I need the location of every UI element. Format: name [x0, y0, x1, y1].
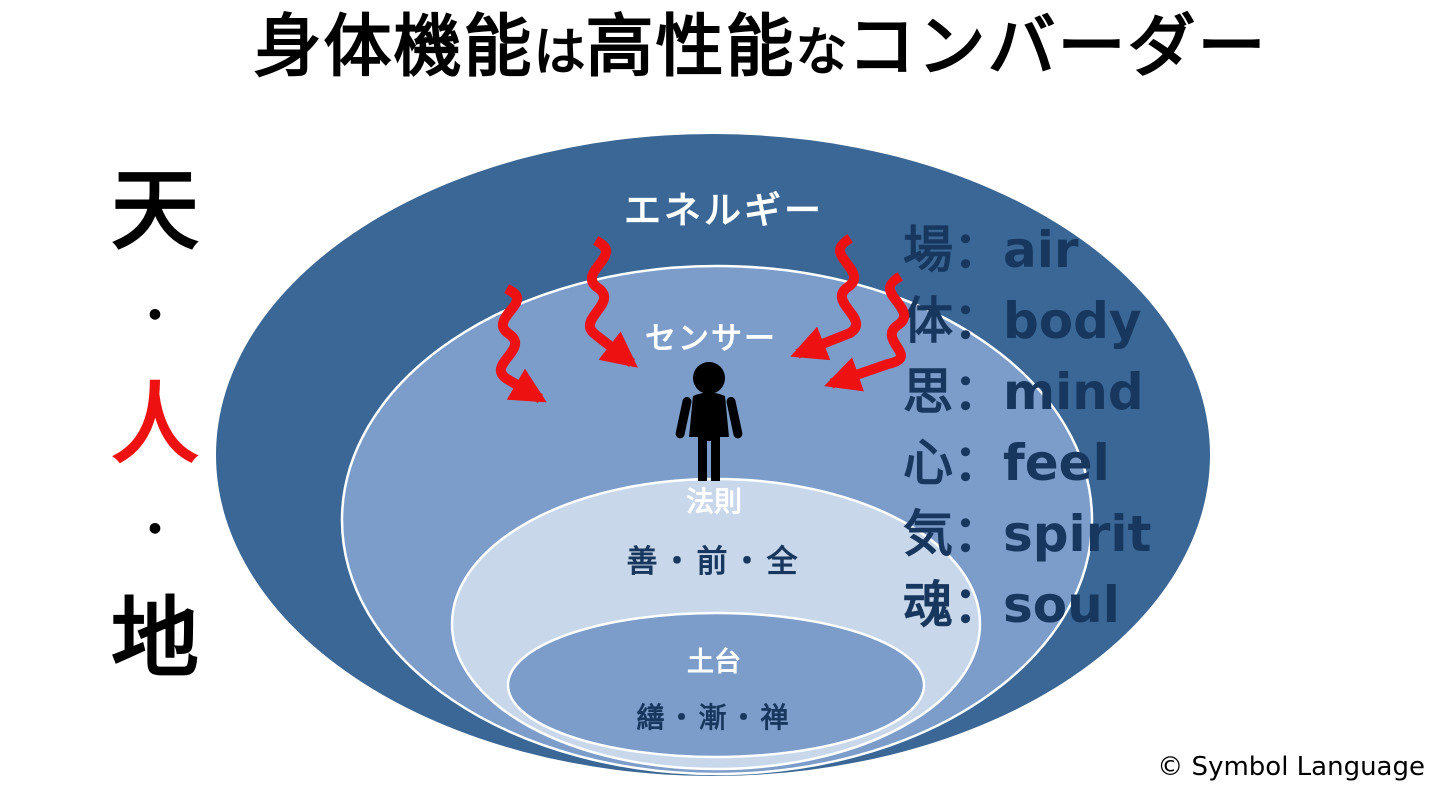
earth-char: 地 — [110, 586, 199, 690]
legend-row-body: 体：body — [903, 286, 1151, 357]
foundation-sublabel: 繕・漸・禅 — [636, 701, 792, 734]
separator-dot: ・ — [133, 505, 177, 556]
separator-dot: ・ — [133, 291, 177, 342]
legend-english: mind — [1003, 363, 1144, 421]
sensor-label: センサー — [645, 321, 777, 357]
person-left-arm — [675, 397, 692, 439]
legend-kanji: 場 — [903, 221, 953, 279]
slide-title: 身体機能は高性能なコンバーダー — [84, 11, 1437, 83]
law-sublabel: 善・前・全 — [626, 544, 802, 580]
legend-row-feel: 心：feel — [903, 428, 1151, 499]
legend-colon: ： — [953, 576, 1003, 634]
legend-colon: ： — [953, 292, 1003, 350]
heaven-human-earth-column: 天 ・ 人 ・ 地 — [88, 166, 222, 682]
title-part-3: 高性能 — [585, 7, 796, 87]
human-char-highlighted: 人 — [110, 372, 199, 476]
foundation-label: 土台 — [687, 647, 741, 678]
title-part-4: な — [795, 22, 848, 83]
legend-colon: ： — [953, 434, 1003, 492]
person-body — [689, 392, 729, 481]
legend-row-spirit: 気：spirit — [903, 499, 1151, 570]
title-part-1: 身体機能 — [253, 7, 534, 87]
person-icon — [675, 362, 743, 481]
legend-kanji: 心 — [903, 434, 953, 492]
heaven-char: 天 — [110, 158, 199, 262]
legend-row-mind: 思：mind — [903, 357, 1151, 428]
legend-colon: ： — [953, 363, 1003, 421]
legend-row-soul: 魂：soul — [903, 570, 1151, 641]
title-part-2: は — [533, 22, 586, 83]
legend-english: air — [1003, 221, 1079, 279]
legend-english: body — [1003, 292, 1142, 350]
legend-english: soul — [1003, 576, 1120, 634]
legend-kanji: 気 — [903, 505, 953, 563]
legend-colon: ： — [953, 221, 1003, 279]
foundation-ellipse — [506, 611, 926, 759]
energy-label: エネルギー — [624, 189, 824, 232]
person-head — [693, 362, 725, 394]
legend-english: spirit — [1003, 505, 1152, 563]
legend-english: feel — [1003, 434, 1110, 492]
copyright: © Symbol Language — [1157, 752, 1425, 782]
legend-kanji: 思 — [903, 363, 953, 421]
element-legend: 場：air 体：body 思：mind 心：feel 気：spirit 魂：so… — [903, 215, 1151, 641]
law-label: 法則 — [685, 485, 743, 518]
legend-colon: ： — [953, 505, 1003, 563]
legend-row-air: 場：air — [903, 215, 1151, 286]
legend-kanji: 魂 — [903, 576, 953, 634]
person-right-arm — [726, 397, 743, 439]
title-part-5: コンバーダー — [847, 7, 1268, 87]
legend-kanji: 体 — [903, 292, 953, 350]
